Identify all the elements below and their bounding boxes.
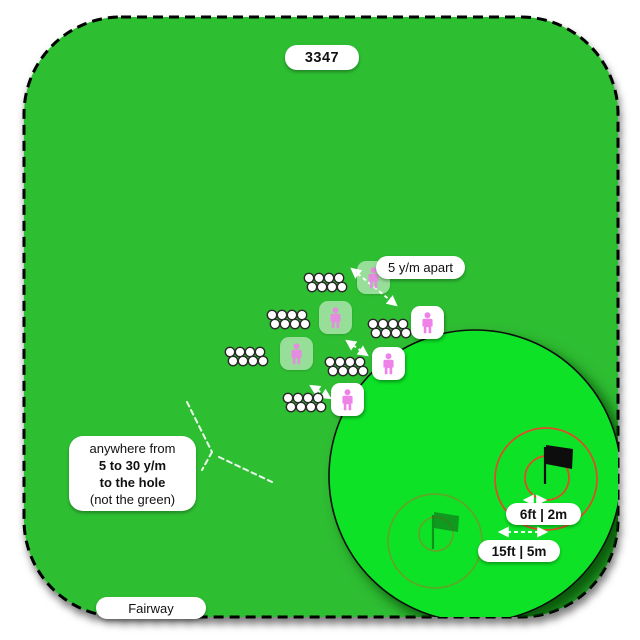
golf-ball: [337, 365, 349, 377]
golf-ball: [354, 356, 366, 368]
hole-flag-icon: [543, 445, 573, 484]
golf-ball: [370, 327, 382, 339]
golf-ball: [397, 318, 409, 330]
golf-ball: [292, 392, 304, 404]
golf-ball: [234, 346, 246, 358]
golf-ball: [285, 401, 297, 413]
golf-ball: [227, 355, 239, 367]
golf-ball: [315, 401, 327, 413]
ball-group: [324, 356, 369, 377]
golf-ball: [279, 318, 291, 330]
golf-ball: [400, 327, 412, 339]
golf-ball: [380, 327, 392, 339]
ball-group: [224, 346, 269, 367]
golf-ball: [254, 346, 266, 358]
golf-ball: [302, 392, 314, 404]
golf-ball: [387, 318, 399, 330]
golf-ball: [377, 318, 389, 330]
golf-ball: [269, 318, 281, 330]
golf-ball: [306, 281, 318, 293]
golf-ball: [327, 365, 339, 377]
ball-group: [282, 392, 327, 413]
golf-ball: [303, 272, 315, 284]
golf-ball: [296, 309, 308, 321]
golf-ball: [367, 318, 379, 330]
golf-ball: [313, 272, 325, 284]
ball-group: [266, 309, 311, 330]
golf-ball: [326, 281, 338, 293]
golf-ball: [299, 318, 311, 330]
golf-ball: [289, 318, 301, 330]
golf-ball: [266, 309, 278, 321]
golf-ball: [333, 272, 345, 284]
golf-ball: [286, 309, 298, 321]
golf-ball: [282, 392, 294, 404]
golf-ball: [224, 346, 236, 358]
golf-ball: [276, 309, 288, 321]
golf-ball: [390, 327, 402, 339]
golf-ball: [324, 356, 336, 368]
ball-group: [303, 272, 348, 293]
golf-ball: [237, 355, 249, 367]
golf-ball: [257, 355, 269, 367]
golf-ball: [344, 356, 356, 368]
golf-ball: [316, 281, 328, 293]
golf-ball: [347, 365, 359, 377]
putting-green: [328, 329, 618, 617]
golf-ball: [357, 365, 369, 377]
golf-ball: [312, 392, 324, 404]
golf-ball: [247, 355, 259, 367]
golf-ball: [244, 346, 256, 358]
golf-ball: [336, 281, 348, 293]
previous-hole-flag-icon: [431, 512, 459, 549]
spacing-arrow: [309, 384, 332, 400]
golf-ball: [305, 401, 317, 413]
ball-group: [367, 318, 412, 339]
distance-brace: [186, 401, 273, 483]
golf-ball: [334, 356, 346, 368]
golf-ball: [323, 272, 335, 284]
golf-ball: [295, 401, 307, 413]
